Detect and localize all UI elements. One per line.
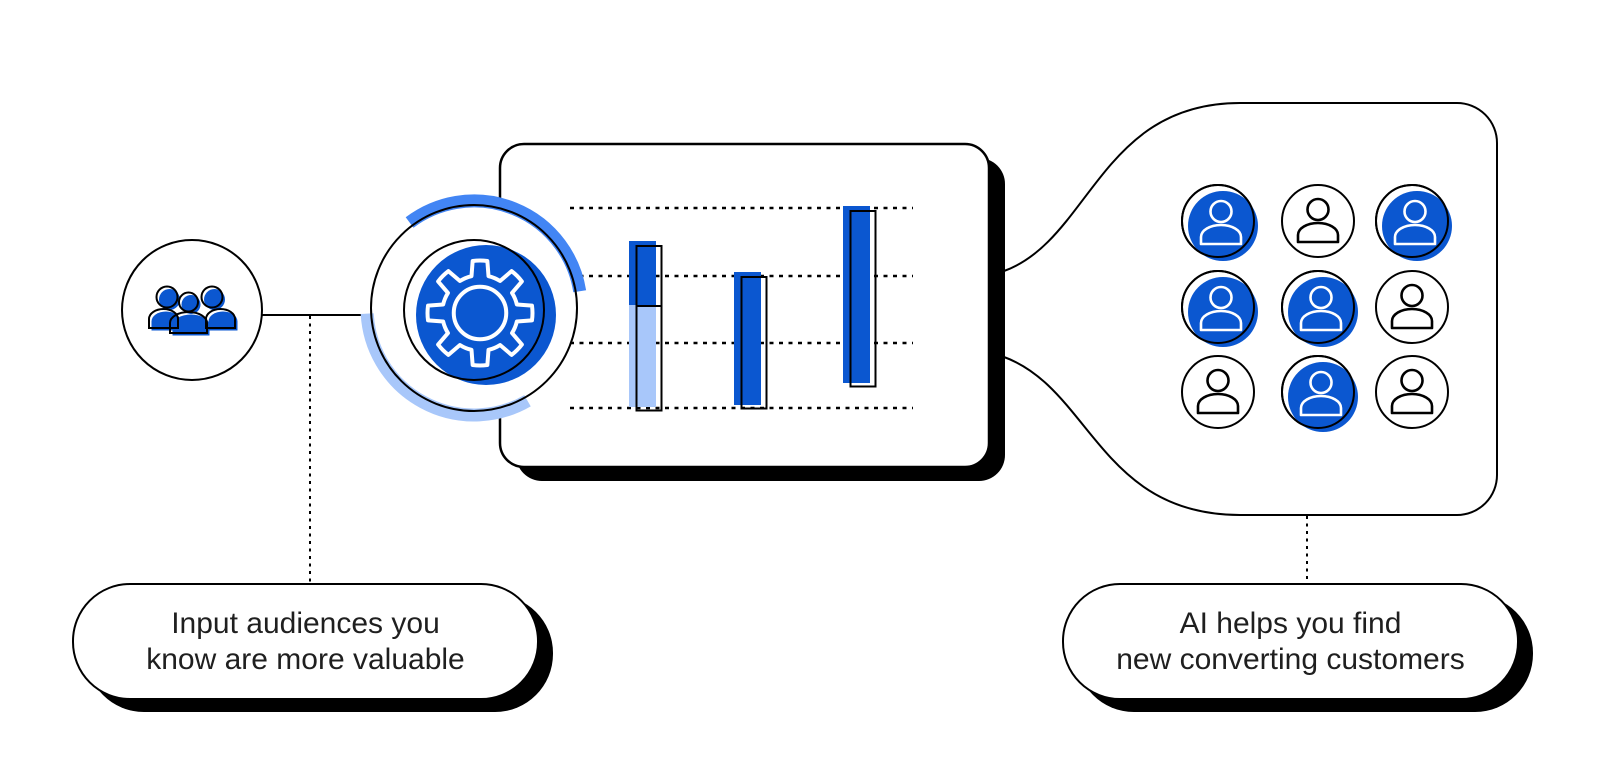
bar-chart xyxy=(629,206,877,412)
customer-circle-filled xyxy=(1181,184,1258,261)
person-icon xyxy=(1299,285,1343,332)
bar xyxy=(629,241,663,412)
gear-teeth xyxy=(425,258,535,368)
bar xyxy=(734,272,768,410)
person-icon xyxy=(1199,285,1243,332)
person-icon xyxy=(1296,197,1340,244)
progress-arc-bright xyxy=(405,194,587,293)
gear-hub xyxy=(451,284,509,342)
customer-circle-filled xyxy=(1281,270,1358,347)
customer-circle-outline xyxy=(1181,355,1255,429)
bar-outline xyxy=(740,276,768,410)
bar-outline xyxy=(849,210,877,388)
bar-segment-light xyxy=(629,305,656,407)
person-icon xyxy=(1390,283,1434,330)
person-icon xyxy=(1299,370,1343,417)
bar-segment-primary xyxy=(843,206,870,383)
customer-grid xyxy=(1181,184,1452,432)
caption-line: AI helps you find xyxy=(1179,606,1402,640)
bar-outline xyxy=(635,245,663,412)
gear-icon xyxy=(425,258,535,368)
caption-input-audiences: Input audiences you know are more valuab… xyxy=(72,583,539,700)
caption-ai-customers: AI helps you find new converting custome… xyxy=(1062,583,1519,700)
customer-circle-filled xyxy=(1375,184,1452,261)
audience-group-outline xyxy=(148,285,236,334)
person-icon xyxy=(1199,199,1243,246)
customer-circle-filled xyxy=(1181,270,1258,347)
caption-line: Input audiences you xyxy=(171,606,440,640)
customer-circle-filled xyxy=(1281,355,1358,432)
engine-outer-ring xyxy=(370,204,578,412)
engine-inner-ring xyxy=(403,239,545,381)
progress-arc-light xyxy=(360,313,531,422)
bar-segment-primary xyxy=(734,272,761,405)
audience-group-icon xyxy=(148,285,238,336)
seed-audience-node xyxy=(121,239,263,381)
person-icon xyxy=(1393,199,1437,246)
person-icon xyxy=(1196,368,1240,415)
customer-circle-outline xyxy=(1375,270,1449,344)
bar-segment-primary xyxy=(629,241,656,305)
ai-engine-node xyxy=(360,194,587,422)
caption-line: know are more valuable xyxy=(146,642,465,676)
caption-line: new converting customers xyxy=(1116,642,1465,676)
customer-circle-outline xyxy=(1281,184,1355,258)
person-icon xyxy=(1390,368,1434,415)
customer-circle-outline xyxy=(1375,355,1449,429)
bar xyxy=(843,206,877,388)
